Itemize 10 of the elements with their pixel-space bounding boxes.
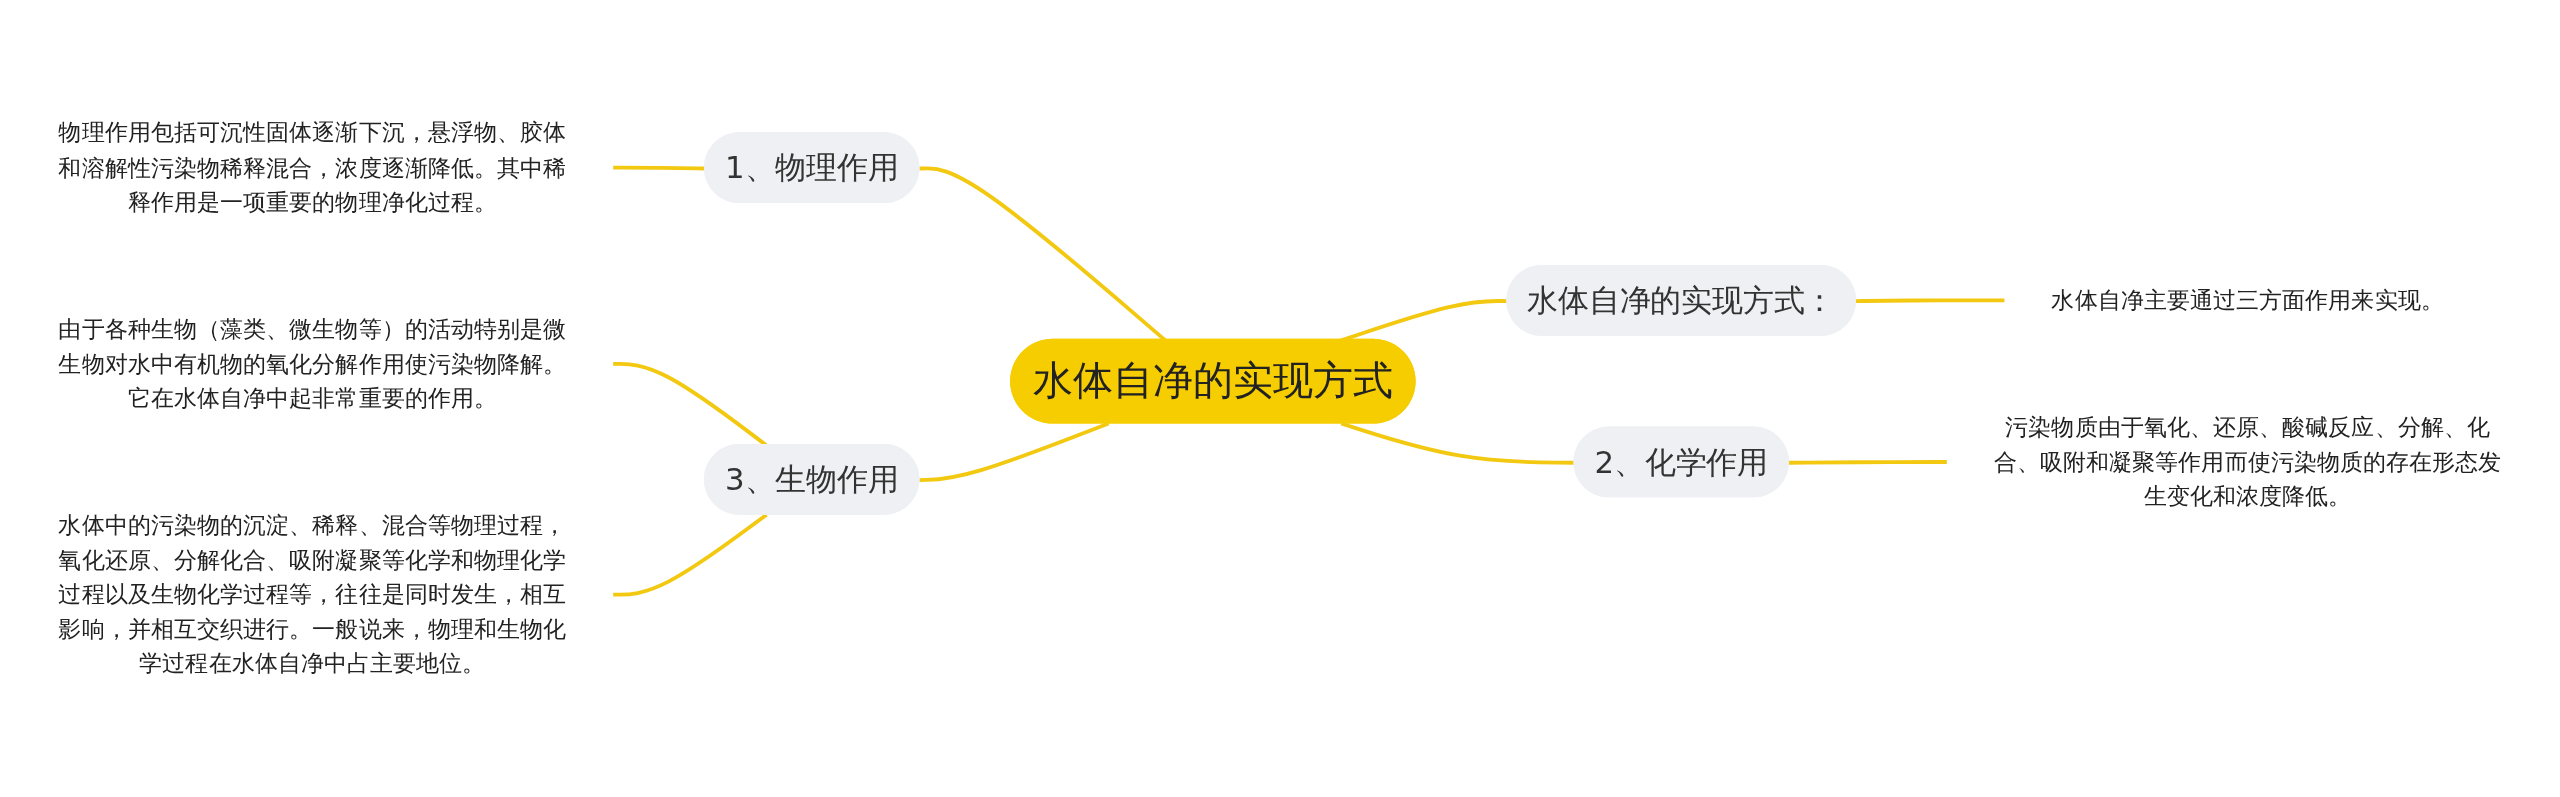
connector bbox=[919, 421, 1110, 482]
node-text: 水体自净主要通过三方面作用来实现。 bbox=[2051, 286, 2444, 314]
node-text: 由于各种生物（藻类、微生物等）的活动特别是微生物对水中有机物的氧化分解作用使污染物降解。它在水体自净中起非常重要的作用。 bbox=[58, 315, 567, 412]
node-text: 污染物质由于氧化、还原、酸碱反应、分解、化合、吸附和凝聚等作用而使污染物质的存在形态发生变化和浓度降低。 bbox=[1993, 413, 2502, 511]
connector bbox=[1855, 298, 2006, 304]
connector bbox=[1788, 460, 1948, 465]
node-text: 水体中的污染物的沉淀、稀释、混合等物理过程，氧化还原、分解化合、吸附凝聚等化学和物理化学过程以及生物化学过程等，往往是同时发生，相互影响，并相互交织进行。一般说来，物理和生物化学过程在水体自净中占主要地位。 bbox=[58, 511, 567, 678]
connector bbox=[612, 165, 706, 171]
connector bbox=[612, 513, 768, 597]
node-text: 物理作用包括可沉性固体逐渐下沉，悬浮物、胶体和溶解性污染物稀释混合，浓度逐渐降低。其中稀释作用是一项重要的物理净化过程。 bbox=[58, 118, 567, 216]
